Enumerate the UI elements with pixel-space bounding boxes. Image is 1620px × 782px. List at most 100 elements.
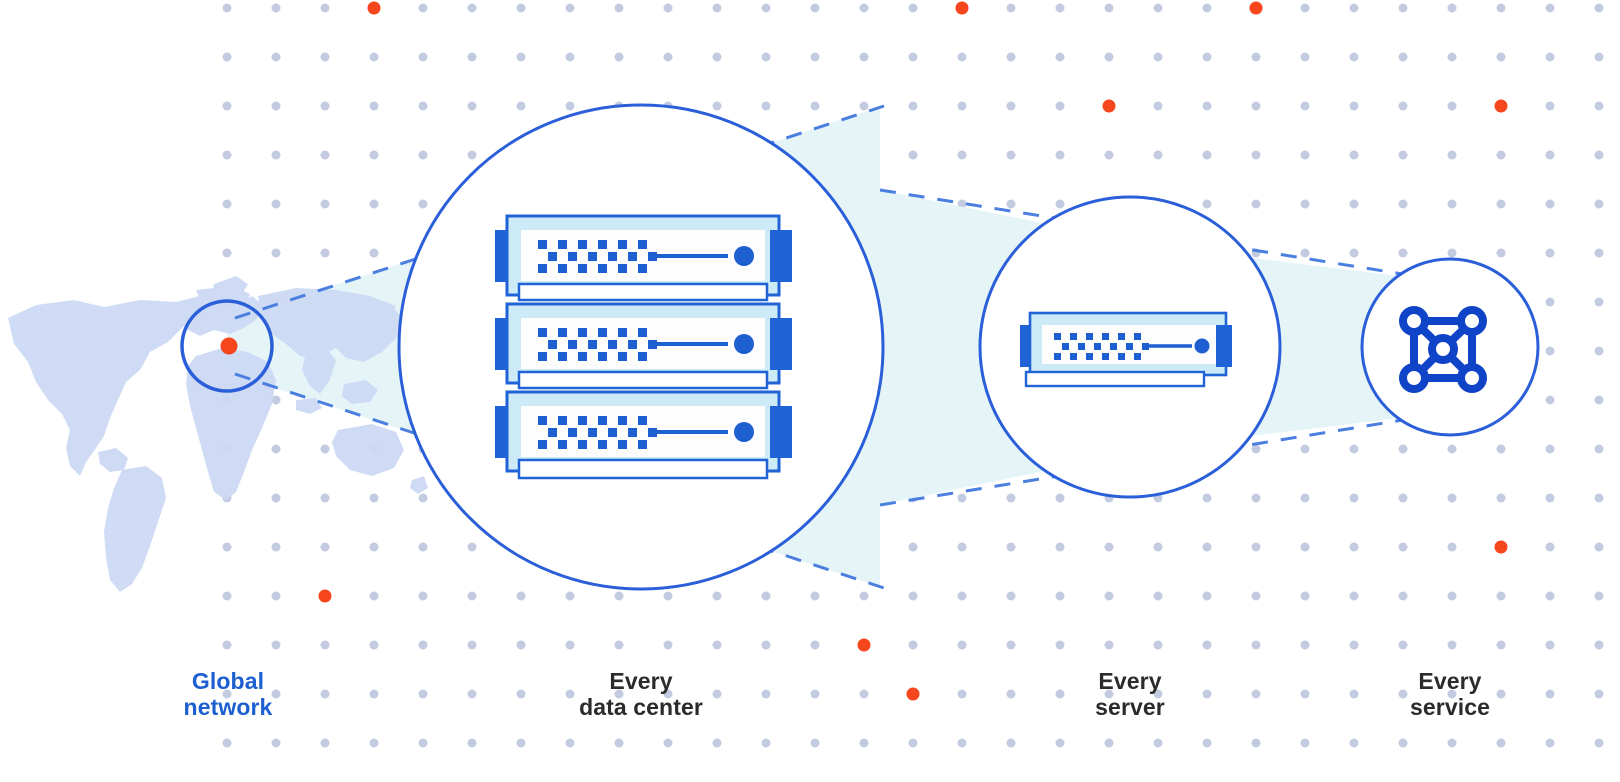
rack-server-unit — [495, 390, 792, 473]
grid-dot — [467, 640, 477, 650]
map-europe — [182, 296, 264, 336]
mesh-node-top-left — [1399, 306, 1429, 336]
grid-dot — [467, 738, 477, 748]
grid-dot — [320, 150, 330, 160]
grid-dot — [1251, 52, 1261, 62]
grid-dot — [1398, 150, 1408, 160]
grid-dot — [1006, 591, 1016, 601]
grid-dot — [1153, 150, 1163, 160]
grid-dot — [369, 738, 379, 748]
grid-dot — [320, 101, 330, 111]
server-side-tab — [1216, 325, 1232, 367]
grid-dot — [320, 444, 330, 454]
grid-dot — [565, 52, 575, 62]
grid-dot — [1594, 297, 1604, 307]
grid-dot — [418, 52, 428, 62]
grid-dot — [222, 150, 232, 160]
grid-dot — [1594, 3, 1604, 13]
grid-dot — [1104, 52, 1114, 62]
grid-dot — [1006, 199, 1016, 209]
grid-dot — [957, 150, 967, 160]
grid-dot — [1349, 689, 1359, 699]
map-uk — [190, 308, 208, 324]
grid-dot — [614, 689, 624, 699]
grid-dot — [1202, 591, 1212, 601]
grid-dot — [1496, 444, 1506, 454]
grid-dot — [418, 199, 428, 209]
grid-dot — [614, 591, 624, 601]
grid-dot — [369, 640, 379, 650]
grid-dot — [271, 493, 281, 503]
grid-dot — [1006, 150, 1016, 160]
grid-dot — [1104, 640, 1114, 650]
grid-dot — [271, 689, 281, 699]
grid-dot-accent — [955, 1, 969, 15]
grid-dot — [1594, 444, 1604, 454]
grid-dot — [712, 52, 722, 62]
grid-dot — [712, 640, 722, 650]
grid-dot — [908, 101, 918, 111]
map-location-marker — [220, 337, 238, 355]
grid-dot — [516, 52, 526, 62]
grid-dot — [1251, 542, 1261, 552]
grid-dot — [761, 738, 771, 748]
grid-dot — [1055, 738, 1065, 748]
grid-dot — [1594, 150, 1604, 160]
map-island-1 — [296, 398, 322, 414]
grid-dot — [663, 3, 673, 13]
grid-dot — [222, 689, 232, 699]
grid-dot — [222, 101, 232, 111]
grid-dot — [1055, 3, 1065, 13]
grid-dot — [1153, 738, 1163, 748]
grid-dot — [1545, 346, 1555, 356]
grid-dot — [1398, 591, 1408, 601]
grid-dot-accent — [367, 1, 381, 15]
grid-dot — [418, 101, 428, 111]
dashed-line-bottom-dc-service — [879, 410, 1453, 507]
grid-dot — [467, 689, 477, 699]
grid-dot — [663, 591, 673, 601]
grid-dot — [957, 52, 967, 62]
grid-dot — [271, 101, 281, 111]
grid-dot — [1055, 52, 1065, 62]
grid-dot — [908, 150, 918, 160]
grid-dot — [516, 591, 526, 601]
server-face — [521, 406, 765, 457]
grid-dot — [1545, 199, 1555, 209]
grid-dot — [712, 3, 722, 13]
grid-dot — [1055, 199, 1065, 209]
server-led-array — [538, 328, 657, 361]
grid-dot — [810, 738, 820, 748]
grid-dot — [1251, 689, 1261, 699]
grid-dot — [1447, 640, 1457, 650]
grid-dot — [271, 640, 281, 650]
grid-dot-accent — [906, 687, 920, 701]
grid-dot — [1496, 199, 1506, 209]
grid-dot — [761, 689, 771, 699]
grid-dot — [320, 248, 330, 258]
grid-dot — [1398, 689, 1408, 699]
grid-dot — [1251, 199, 1261, 209]
map-focus-circle — [180, 299, 274, 393]
grid-dot — [908, 52, 918, 62]
grid-dot — [222, 199, 232, 209]
grid-dot — [1055, 689, 1065, 699]
grid-dot — [1349, 3, 1359, 13]
grid-dot — [369, 689, 379, 699]
grid-dot-accent — [1494, 540, 1508, 554]
map-asia-east — [324, 298, 404, 362]
server-status-dot — [734, 246, 754, 266]
grid-dot — [467, 52, 477, 62]
grid-dot — [222, 3, 232, 13]
grid-dot — [1398, 3, 1408, 13]
grid-dot — [859, 591, 869, 601]
grid-dot — [320, 199, 330, 209]
grid-dot — [1104, 689, 1114, 699]
grid-dot — [1300, 591, 1310, 601]
grid-dot — [1447, 199, 1457, 209]
grid-dot — [1594, 395, 1604, 405]
grid-dot — [1594, 542, 1604, 552]
grid-dot — [1447, 52, 1457, 62]
grid-dot-accent — [1102, 99, 1116, 113]
